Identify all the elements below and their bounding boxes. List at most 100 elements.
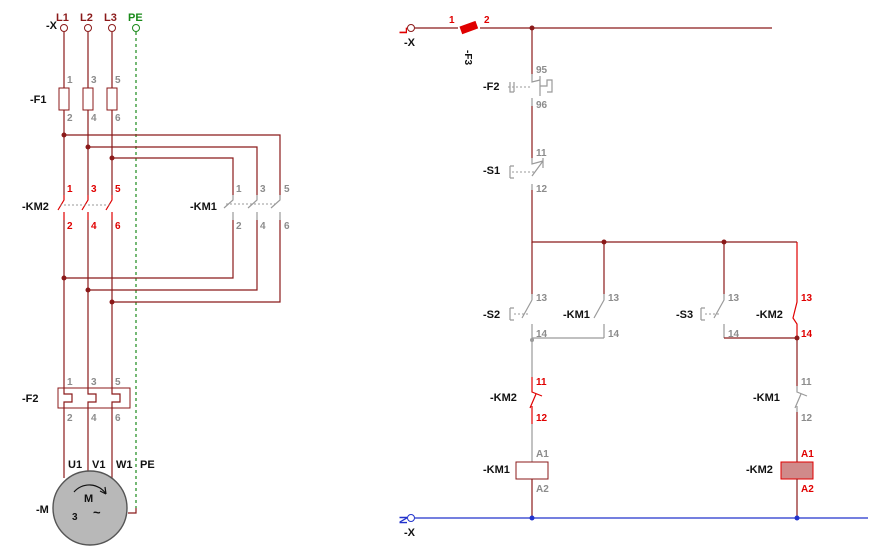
- motor-phase-count: 3: [72, 512, 78, 523]
- f1-fuse-l2[interactable]: [82, 87, 94, 111]
- s1-tag: -S1: [483, 165, 500, 177]
- phase-label-pe: PE: [128, 12, 143, 24]
- s2-start-button[interactable]: [509, 294, 533, 338]
- km2-pin: 6: [115, 221, 121, 232]
- s2-pin: 13: [536, 293, 548, 304]
- terminal-l2[interactable]: [84, 24, 92, 32]
- motor-symbol-label: M: [84, 493, 93, 505]
- svg-text:-F3: -F3: [462, 50, 473, 65]
- s3-tag: -S3: [676, 309, 693, 321]
- n-terminal-tag: -X: [404, 527, 416, 539]
- s1-pin: 12: [536, 184, 548, 195]
- km1-pin: 3: [260, 184, 266, 195]
- terminal-l3[interactable]: [108, 24, 116, 32]
- pe-motor-lead: [128, 508, 137, 514]
- km1-coil-pin: A2: [536, 484, 549, 495]
- junction: [61, 132, 67, 138]
- supply-wires: [63, 32, 113, 88]
- terminal-n[interactable]: [407, 514, 415, 522]
- km1-pin: 4: [260, 221, 266, 232]
- f2-pin: 3: [91, 377, 97, 388]
- km1-pin: 2: [236, 221, 242, 232]
- f2-pin: 6: [115, 413, 121, 424]
- km2-coil-pin: A1: [801, 449, 814, 460]
- f2-overload-relay[interactable]: [57, 387, 131, 409]
- km1-hold-tag: -KM1: [563, 309, 590, 321]
- km1-main-contacts[interactable]: [223, 195, 281, 220]
- f1-pin: 1: [67, 75, 73, 86]
- f2-pin: 1: [67, 377, 73, 388]
- km1-pin: 6: [284, 221, 290, 232]
- km2-power-tag: -KM2: [22, 201, 49, 213]
- s2-tag: -S2: [483, 309, 500, 321]
- motor-tag: -M: [36, 504, 49, 516]
- km1-hold-pin: 13: [608, 293, 620, 304]
- f2-contact-pin: 95: [536, 65, 548, 76]
- s3-start-button[interactable]: [700, 294, 725, 338]
- km2-pin: 4: [91, 221, 97, 232]
- junction: [529, 515, 535, 521]
- km2-interlock-tag: -KM2: [490, 392, 517, 404]
- km2-pin: 2: [67, 221, 73, 232]
- km1-interlock-contact[interactable]: [794, 386, 808, 412]
- l-terminal-label: L: [398, 27, 410, 34]
- f1-pin: 4: [91, 113, 97, 124]
- km1-coil-pin: A1: [536, 449, 549, 460]
- f2-nc-contact[interactable]: [508, 74, 553, 106]
- phase-label-l1: L1: [56, 12, 69, 24]
- control-wire: [531, 242, 605, 294]
- f1-pin: 3: [91, 75, 97, 86]
- f1-fuse-l1[interactable]: [58, 87, 70, 111]
- phase-wires-mid: [63, 110, 113, 195]
- km1-hold-pin: 14: [608, 329, 620, 340]
- f2-contact-pin: 96: [536, 100, 548, 111]
- km1-pin: 5: [284, 184, 290, 195]
- f2-pin: 2: [67, 413, 73, 424]
- km1-interlock-tag: -KM1: [753, 392, 780, 404]
- f1-pin: 6: [115, 113, 121, 124]
- km2-coil[interactable]: [780, 461, 814, 480]
- km1-coil-tag: -KM1: [483, 464, 510, 476]
- x-terminal-tag: -X: [46, 20, 58, 32]
- terminal-l1[interactable]: [60, 24, 68, 32]
- junction: [109, 155, 115, 161]
- km2-pin: 3: [91, 184, 97, 195]
- terminal-pe[interactable]: [132, 24, 140, 32]
- f3-fuse[interactable]: [459, 20, 479, 35]
- f3-pin: 2: [484, 15, 490, 26]
- f1-tag: -F1: [30, 94, 47, 106]
- km1-coil[interactable]: [515, 461, 549, 480]
- n-terminal-label: N: [398, 516, 410, 524]
- phase-label-l3: L3: [104, 12, 117, 24]
- km1-return-wires: [64, 220, 281, 303]
- km2-main-contacts[interactable]: [57, 195, 113, 220]
- f1-pin: 5: [115, 75, 121, 86]
- f2-power-tag: -F2: [22, 393, 39, 405]
- control-wire: [531, 190, 797, 243]
- km2-hold-contact[interactable]: [792, 294, 798, 338]
- km2-interlock-contact[interactable]: [529, 386, 543, 412]
- junction: [794, 515, 800, 521]
- motor-symbol[interactable]: M 3 ~: [52, 470, 128, 546]
- phase-label-l2: L2: [80, 12, 93, 24]
- control-circuit: L -X 1 2 -F3 -F2 95 96 -S1: [398, 15, 868, 539]
- s2-pin: 14: [536, 329, 548, 340]
- km2-interlock-pin: 12: [536, 413, 548, 424]
- km1-hold-contact[interactable]: [593, 294, 605, 338]
- km2-hold-tag: -KM2: [756, 309, 783, 321]
- km2-coil-tag: -KM2: [746, 464, 773, 476]
- l-terminal-tag: -X: [404, 37, 416, 49]
- motor-terminal-label: W1: [116, 459, 133, 471]
- motor-feed-wires: [63, 408, 113, 478]
- km1-pin: 1: [236, 184, 242, 195]
- phase-wires-lower: [63, 220, 113, 388]
- ac-symbol: ~: [93, 505, 101, 520]
- s3-pin: 14: [728, 329, 740, 340]
- terminal-l[interactable]: [407, 24, 415, 32]
- f2-control-tag: -F2: [483, 81, 500, 93]
- f1-fuse-l3[interactable]: [106, 87, 118, 111]
- km2-pin: 5: [115, 184, 121, 195]
- s1-pin: 11: [536, 148, 547, 159]
- s1-stop-button[interactable]: [509, 158, 544, 190]
